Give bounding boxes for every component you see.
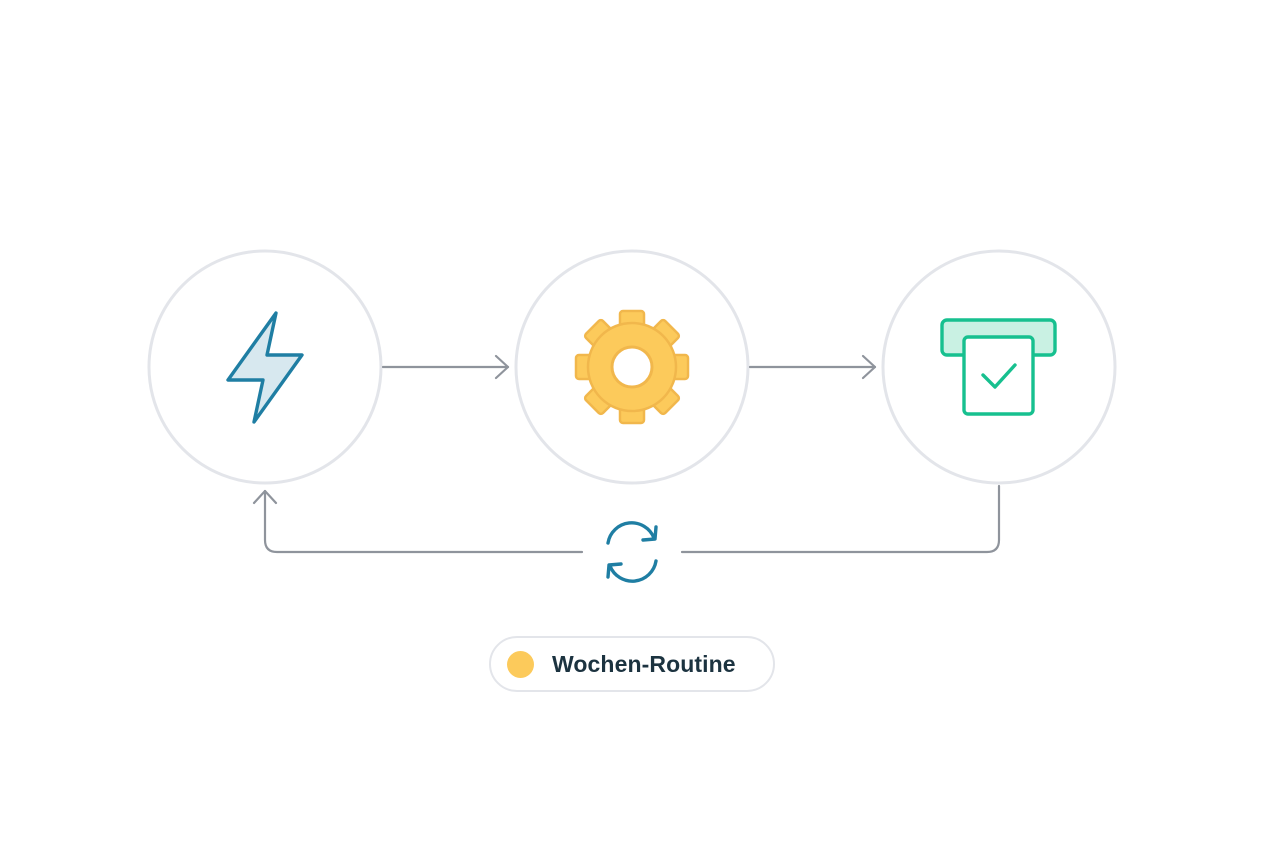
legend-pill: Wochen-Routine bbox=[489, 636, 775, 692]
arrow-trigger-to-process bbox=[381, 354, 510, 380]
loop-connector bbox=[252, 484, 1001, 554]
lightning-bolt-icon bbox=[226, 311, 304, 424]
legend-dot bbox=[507, 650, 534, 678]
approved-receipt-printer-icon bbox=[940, 318, 1057, 416]
arrow-process-to-output bbox=[748, 354, 877, 380]
gear-icon bbox=[574, 309, 690, 425]
legend-label: Wochen-Routine bbox=[552, 650, 736, 677]
refresh-cycle-icon bbox=[606, 521, 658, 583]
